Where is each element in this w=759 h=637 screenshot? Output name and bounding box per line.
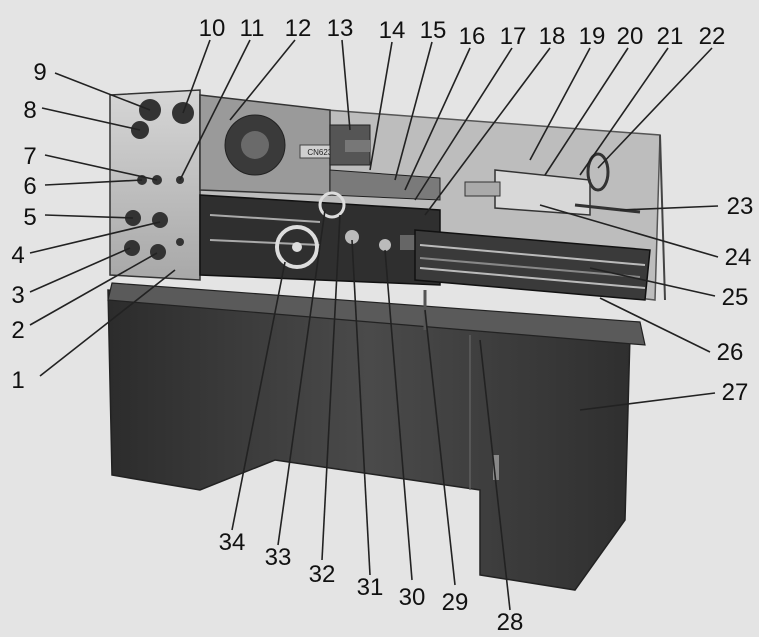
callout-labels: 1 2 3 4 5 6 7 8 9 10 11 12 13 14 15 16 1… xyxy=(11,15,753,636)
callout-4: 4 xyxy=(11,242,24,269)
callout-3: 3 xyxy=(11,282,24,309)
gear-lever xyxy=(176,238,184,246)
callout-8: 8 xyxy=(23,97,36,124)
lead-screw xyxy=(419,257,641,278)
callout-6: 6 xyxy=(23,173,36,200)
callout-13: 13 xyxy=(327,15,354,42)
callout-2: 2 xyxy=(11,317,24,344)
callout-12: 12 xyxy=(285,15,312,42)
chip-tray xyxy=(107,282,646,346)
callout-7: 7 xyxy=(23,143,36,170)
callout-19: 19 xyxy=(579,23,606,50)
callout-21: 21 xyxy=(657,23,684,50)
headstock xyxy=(109,89,201,281)
callout-15: 15 xyxy=(420,17,447,44)
half-nut-lever xyxy=(345,230,359,244)
tailstock-lock-lever xyxy=(574,203,641,214)
thread-lever-b xyxy=(152,212,168,228)
callout-29: 29 xyxy=(442,589,469,616)
callout-1: 1 xyxy=(11,367,24,394)
callout-24: 24 xyxy=(725,244,752,271)
tailstock-handwheel xyxy=(586,152,610,192)
feed-engage-lever xyxy=(379,239,391,251)
callout-33: 33 xyxy=(265,544,292,571)
cross-slide xyxy=(329,169,441,201)
callout-25: 25 xyxy=(722,284,749,311)
callout-18: 18 xyxy=(539,23,566,50)
leader-lines xyxy=(29,39,719,611)
callout-22: 22 xyxy=(699,23,726,50)
callout-32: 32 xyxy=(309,561,336,588)
callout-5: 5 xyxy=(23,204,36,231)
callout-17: 17 xyxy=(500,23,527,50)
feed-lever-a xyxy=(124,240,140,256)
feed-lever-b xyxy=(150,244,166,260)
cross-slide-handwheel xyxy=(318,191,346,219)
callout-28: 28 xyxy=(497,609,524,636)
callout-26: 26 xyxy=(717,339,744,366)
callout-10: 10 xyxy=(199,15,226,42)
callout-9: 9 xyxy=(33,59,46,86)
tailstock-quill xyxy=(464,181,501,197)
callout-23: 23 xyxy=(727,193,754,220)
cabinet-door-handle xyxy=(493,455,499,480)
carriage-handwheel xyxy=(275,225,319,269)
callout-31: 31 xyxy=(357,574,384,601)
callout-30: 30 xyxy=(399,584,426,611)
callout-16: 16 xyxy=(459,23,486,50)
callout-34: 34 xyxy=(219,529,246,556)
model-plate-text: CN6236 xyxy=(307,148,337,157)
callout-14: 14 xyxy=(379,17,406,44)
callout-11: 11 xyxy=(240,15,265,42)
callout-27: 27 xyxy=(722,379,749,406)
callout-20: 20 xyxy=(617,23,644,50)
